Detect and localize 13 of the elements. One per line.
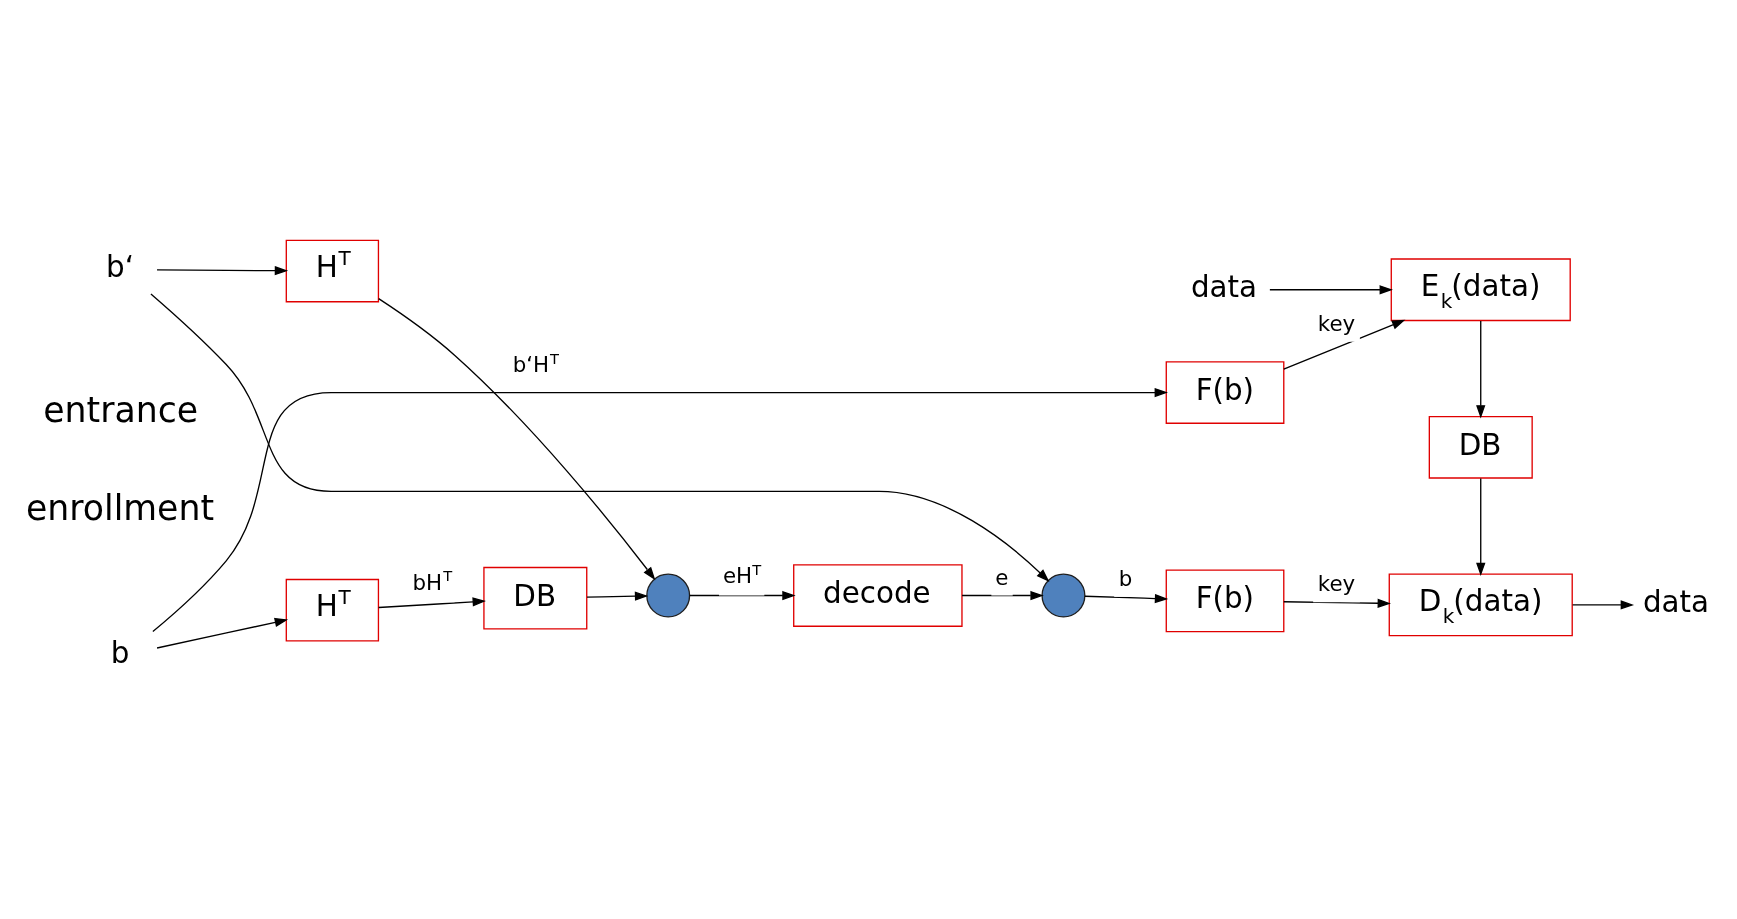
- node-text: data: [1190, 269, 1258, 304]
- edge-label: b: [1118, 565, 1133, 591]
- label: enrollment: [25, 487, 215, 528]
- edge-label: key: [1317, 570, 1356, 596]
- node-text: b‘: [106, 249, 135, 284]
- node-text: b: [110, 635, 130, 670]
- edge-label: key: [1317, 310, 1356, 336]
- edge-label: eH$^{T}$: [722, 560, 762, 588]
- node-text: data: [1642, 584, 1710, 619]
- edge-label: bH$^{T}$: [412, 566, 453, 595]
- edge-label: b‘H$^{T}$: [512, 349, 559, 377]
- label: entrance: [43, 389, 199, 430]
- edge-label: e: [995, 564, 1009, 590]
